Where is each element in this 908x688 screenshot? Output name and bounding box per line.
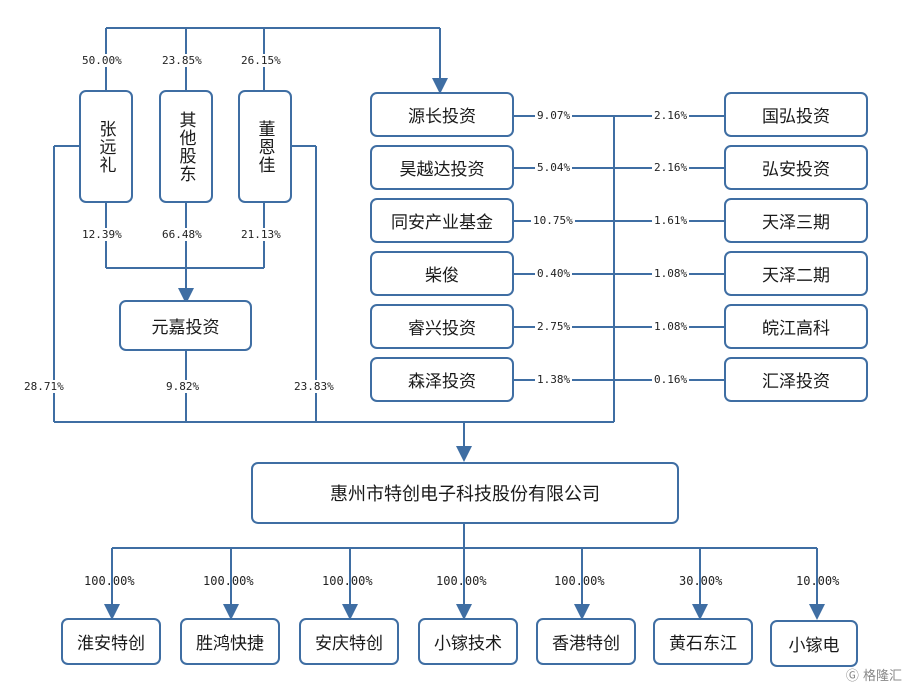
subsidiary-box: 胜鸿快捷 xyxy=(180,618,280,665)
investor-pct: 1.08% xyxy=(652,267,690,280)
subsidiary-pct: 100.00% xyxy=(436,574,487,588)
investor-pct: 2.75% xyxy=(535,320,573,333)
investor-box: 同安产业基金 xyxy=(370,198,514,243)
person-box-zhangyuanli: 张远礼 xyxy=(79,90,133,203)
person-box-other-shareholders: 其他股东 xyxy=(159,90,213,203)
investor-pct: 1.61% xyxy=(652,214,690,227)
investor-box: 弘安投资 xyxy=(724,145,868,190)
subsidiary-pct: 30.00% xyxy=(679,574,723,588)
investor-box: 柴俊 xyxy=(370,251,514,296)
subsidiary-box: 安庆特创 xyxy=(299,618,399,665)
pct-dongenjia-top: 26.15% xyxy=(239,54,283,67)
investor-box: 天泽二期 xyxy=(724,251,868,296)
investor-box: 汇泽投资 xyxy=(724,357,868,402)
investor-pct: 2.16% xyxy=(652,109,690,122)
investor-box: 天泽三期 xyxy=(724,198,868,243)
watermark-text: 格隆汇 xyxy=(862,669,902,684)
investor-pct: 0.40% xyxy=(535,267,573,280)
investor-pct: 9.07% xyxy=(535,109,573,122)
investor-box: 国弘投资 xyxy=(724,92,868,137)
investor-pct: 1.08% xyxy=(652,320,690,333)
subsidiary-pct: 100.00% xyxy=(554,574,605,588)
pct-yuanjia-company: 9.82% xyxy=(164,380,202,393)
investor-box: 昊越达投资 xyxy=(370,145,514,190)
company-box: 惠州市特创电子科技股份有限公司 xyxy=(251,462,679,524)
subsidiary-box: 香港特创 xyxy=(536,618,636,665)
investor-pct: 5.04% xyxy=(535,161,573,174)
yuanjia-box: 元嘉投资 xyxy=(119,300,252,351)
investor-box: 森泽投资 xyxy=(370,357,514,402)
investor-pct: 2.16% xyxy=(652,161,690,174)
subsidiary-box: 小镓技术 xyxy=(418,618,518,665)
watermark-logo-icon: Ⓖ xyxy=(845,669,859,684)
pct-dongenjia-company: 23.83% xyxy=(292,380,336,393)
pct-zhangyuanli-bottom: 12.39% xyxy=(80,228,124,241)
investor-box: 睿兴投资 xyxy=(370,304,514,349)
pct-zhangyuanli-top: 50.00% xyxy=(80,54,124,67)
investor-pct: 1.38% xyxy=(535,373,573,386)
subsidiary-box: 小镓电 xyxy=(770,620,858,667)
investor-box: 源长投资 xyxy=(370,92,514,137)
subsidiary-pct: 100.00% xyxy=(84,574,135,588)
subsidiary-box: 黄石东江 xyxy=(653,618,753,665)
subsidiary-pct: 100.00% xyxy=(322,574,373,588)
investor-box: 皖江高科 xyxy=(724,304,868,349)
investor-pct: 0.16% xyxy=(652,373,690,386)
pct-other-bottom: 66.48% xyxy=(160,228,204,241)
investor-pct: 10.75% xyxy=(531,214,575,227)
pct-zhangyuanli-company: 28.71% xyxy=(22,380,66,393)
subsidiary-box: 淮安特创 xyxy=(61,618,161,665)
subsidiary-pct: 10.00% xyxy=(796,574,840,588)
watermark: Ⓖ 格隆汇 xyxy=(846,665,902,684)
pct-other-top: 23.85% xyxy=(160,54,204,67)
person-box-dongenjia: 董恩佳 xyxy=(238,90,292,203)
pct-dongenjia-bottom: 21.13% xyxy=(239,228,283,241)
subsidiary-pct: 100.00% xyxy=(203,574,254,588)
